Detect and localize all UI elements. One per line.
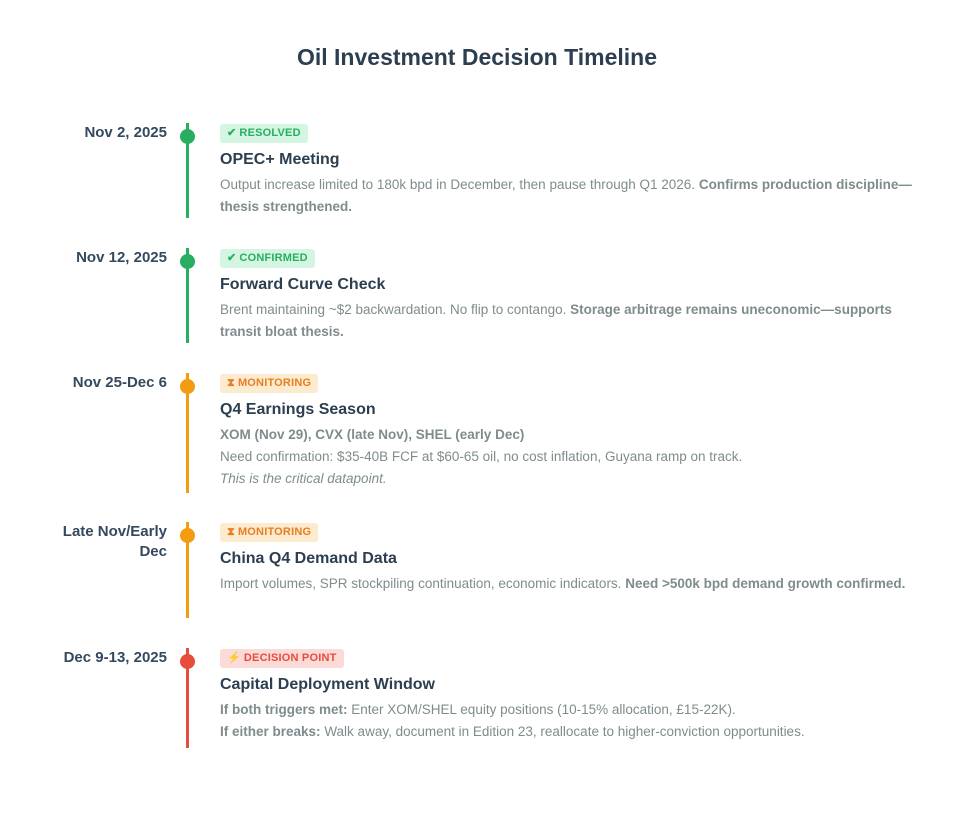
trigger-breaks-text: Walk away, document in Edition 23, reall… <box>324 724 805 739</box>
checkmark-icon: ✔ <box>227 127 237 139</box>
timeline-dot <box>180 528 195 543</box>
timeline-dot <box>180 129 195 144</box>
timeline-rail <box>186 123 189 218</box>
event-title: OPEC+ Meeting <box>220 151 340 168</box>
event-date: Nov 2, 2025 <box>84 124 167 141</box>
event-date: Nov 12, 2025 <box>76 249 167 266</box>
status-label: DECISION POINT <box>243 652 337 664</box>
description-emphasis: Confirms production discipline—thesis st… <box>220 177 912 214</box>
trigger-breaks-line: If either breaks: Walk away, document in… <box>220 721 935 743</box>
checkmark-icon: ✔ <box>227 252 237 264</box>
event-description: Import volumes, SPR stockpiling continua… <box>220 573 935 595</box>
description-emphasis: Storage arbitrage remains uneconomic—sup… <box>220 302 892 339</box>
event-date: Dec 9-13, 2025 <box>63 649 167 666</box>
timeline-rail <box>186 373 189 493</box>
status-badge: ✔CONFIRMED <box>220 249 315 268</box>
hourglass-icon: ⧗ <box>227 526 235 538</box>
timeline-dot <box>180 254 195 269</box>
timeline-rail <box>186 248 189 343</box>
status-label: MONITORING <box>237 526 312 538</box>
timeline-rail <box>186 522 189 618</box>
timeline-rail <box>186 648 189 748</box>
status-badge: ⚡DECISION POINT <box>220 649 344 668</box>
event-body: ✔RESOLVED OPEC+ Meeting Output increase … <box>220 123 935 218</box>
event-subtitle: XOM (Nov 29), CVX (late Nov), SHEL (earl… <box>220 427 525 442</box>
event-title: China Q4 Demand Data <box>220 550 397 567</box>
hourglass-icon: ⧗ <box>227 377 235 389</box>
event-title: Q4 Earnings Season <box>220 401 376 418</box>
status-badge: ⧗MONITORING <box>220 374 319 393</box>
event-description: If both triggers met: Enter XOM/SHEL equ… <box>220 699 935 743</box>
timeline-dot <box>180 654 195 669</box>
description-emphasis: Need >500k bpd demand growth confirmed. <box>625 576 906 591</box>
trigger-met-label: If both triggers met: <box>220 702 348 717</box>
event-body: ✔CONFIRMED Forward Curve Check Brent mai… <box>220 248 935 343</box>
status-badge: ✔RESOLVED <box>220 124 308 143</box>
description-text: Import volumes, SPR stockpiling continua… <box>220 576 622 591</box>
event-body: ⧗MONITORING Q4 Earnings Season XOM (Nov … <box>220 373 935 490</box>
event-description: XOM (Nov 29), CVX (late Nov), SHEL (earl… <box>220 424 935 490</box>
status-label: CONFIRMED <box>239 252 308 264</box>
trigger-met-text: Enter XOM/SHEL equity positions (10-15% … <box>351 702 736 717</box>
description-text: Need confirmation: $35-40B FCF at $60-65… <box>220 449 743 464</box>
status-badge: ⧗MONITORING <box>220 523 319 542</box>
status-label: MONITORING <box>237 377 312 389</box>
status-label: RESOLVED <box>239 127 301 139</box>
description-text: Output increase limited to 180k bpd in D… <box>220 177 696 192</box>
trigger-breaks-label: If either breaks: <box>220 724 321 739</box>
timeline-dot <box>180 379 195 394</box>
event-date: Nov 25-Dec 6 <box>72 374 167 391</box>
event-date: Late Nov/Early Dec <box>62 523 167 560</box>
trigger-met-line: If both triggers met: Enter XOM/SHEL equ… <box>220 699 935 721</box>
event-note: This is the critical datapoint. <box>220 471 387 486</box>
event-description: Output increase limited to 180k bpd in D… <box>220 174 935 218</box>
event-body: ⧗MONITORING China Q4 Demand Data Import … <box>220 522 935 595</box>
lightning-icon: ⚡ <box>227 652 241 664</box>
event-body: ⚡DECISION POINT Capital Deployment Windo… <box>220 648 935 743</box>
event-description: Brent maintaining ~$2 backwardation. No … <box>220 299 935 343</box>
event-title: Forward Curve Check <box>220 276 386 293</box>
description-text: Brent maintaining ~$2 backwardation. No … <box>220 302 567 317</box>
page-title: Oil Investment Decision Timeline <box>296 44 657 70</box>
event-title: Capital Deployment Window <box>220 676 435 693</box>
